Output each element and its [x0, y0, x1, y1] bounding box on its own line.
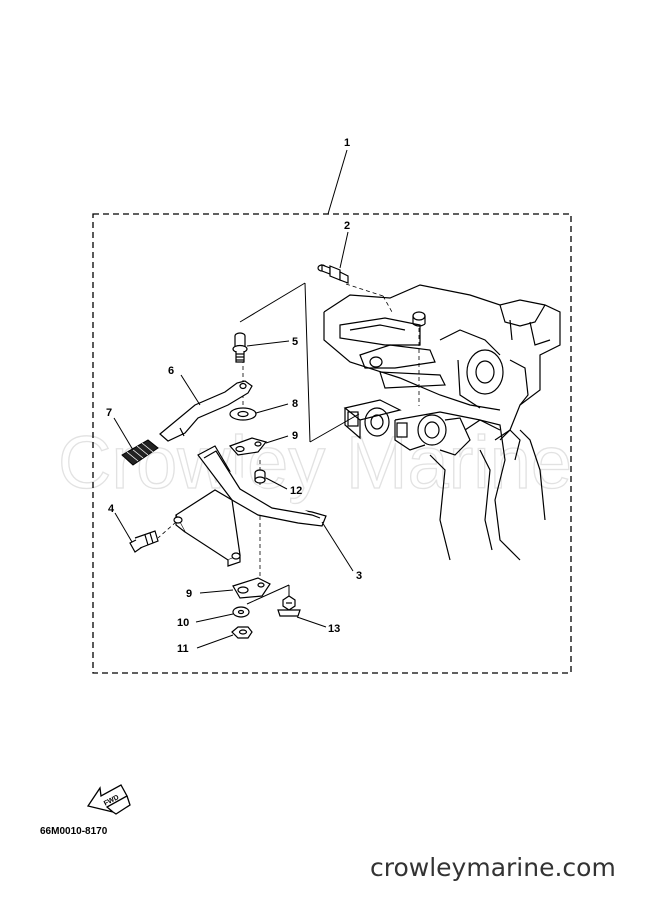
assembly-frame — [92, 213, 572, 674]
callout-7: 7 — [106, 407, 112, 419]
callout-10: 10 — [177, 617, 189, 629]
plate-top — [228, 437, 268, 456]
fwd-arrow-icon: FWD — [86, 784, 131, 815]
stud-bolt — [232, 332, 248, 363]
callout-11: 11 — [177, 643, 189, 655]
washer-bottom — [232, 606, 250, 618]
callout-9-bottom: 9 — [186, 588, 192, 600]
guide-lines — [239, 282, 360, 605]
grease-nipple — [317, 264, 349, 284]
callout-5: 5 — [292, 336, 298, 348]
footer-url[interactable]: crowleymarine.com — [370, 853, 616, 882]
callout-12: 12 — [290, 485, 302, 497]
grip — [121, 439, 159, 466]
collar — [254, 469, 266, 484]
tilt-pin-lever — [159, 380, 253, 442]
callout-8: 8 — [292, 398, 298, 410]
support-bracket — [173, 445, 327, 567]
callout-2: 2 — [344, 220, 350, 232]
plate-bottom — [232, 577, 271, 599]
nut — [231, 626, 253, 639]
callout-9-top: 9 — [292, 430, 298, 442]
callout-13: 13 — [328, 623, 340, 635]
screw — [277, 595, 301, 617]
leader-1 — [327, 149, 348, 215]
callout-1: 1 — [344, 137, 350, 149]
callout-6: 6 — [168, 365, 174, 377]
callout-4: 4 — [108, 503, 115, 515]
leader-lines — [113, 231, 354, 649]
diagram-code: 66M0010-8170 — [40, 826, 108, 837]
clamp-bracket-housing — [323, 284, 561, 561]
washer-top — [229, 407, 257, 421]
bolt — [129, 530, 159, 553]
callout-3: 3 — [356, 570, 362, 582]
